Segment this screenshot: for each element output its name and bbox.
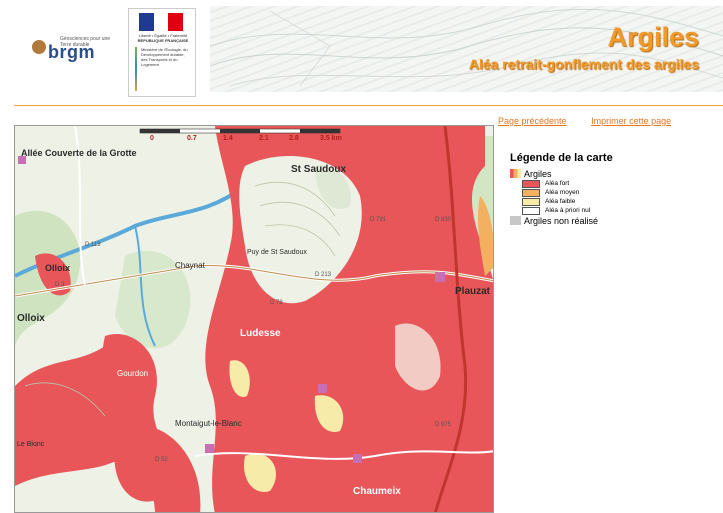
- road-label: D 78: [270, 300, 283, 306]
- page-title: Argiles: [607, 22, 699, 52]
- ministry-motto: Liberté • Égalité • Fraternité: [138, 33, 188, 38]
- scale-label: 2.1: [259, 135, 269, 142]
- legend-item: Aléa faible: [522, 197, 710, 206]
- brgm-name: brgm: [48, 42, 95, 62]
- legend-group-label: Argiles: [524, 168, 552, 179]
- ministry-republic: RÉPUBLIQUE FRANÇAISE: [137, 38, 189, 43]
- argiles-layer-icon: [510, 169, 521, 178]
- place-label: Gourdon: [117, 369, 148, 378]
- scale-label: 2.8: [289, 135, 299, 142]
- road-label: D 3: [55, 282, 65, 288]
- scale-label: 0.7: [187, 135, 197, 142]
- place-label: Plauzat: [455, 286, 491, 297]
- brgm-logo-icon: [32, 40, 46, 54]
- road-label: D 213: [315, 272, 332, 278]
- scale-label: 0: [150, 135, 154, 142]
- road-label: D 791: [370, 217, 387, 223]
- legend-swatch: [522, 206, 540, 215]
- place-label: Olloix: [17, 313, 45, 324]
- road-label: D 52: [155, 457, 168, 463]
- scale-label: 1.4: [223, 135, 233, 142]
- brgm-tagline: Géosciences pour une Terre durable: [60, 36, 111, 48]
- ministry-name: Ministère de l'Écologie, du Développemen…: [141, 47, 188, 67]
- brgm-logo[interactable]: Géosciences pour une Terre durable brgm: [32, 36, 112, 70]
- legend-swatch: [522, 197, 540, 206]
- road-label: D 830: [435, 217, 452, 223]
- legend-item-label: Aléa fort: [545, 180, 570, 187]
- place-label: Chaumeix: [353, 486, 401, 497]
- place-label: Olloix: [45, 263, 70, 273]
- header: Géosciences pour une Terre durable brgm …: [0, 0, 723, 100]
- legend-item-label: Aléa moyen: [545, 189, 580, 196]
- legend-not-done-label: Argiles non réalisé: [524, 215, 599, 226]
- place-label: St Saudoux: [291, 164, 346, 175]
- legend-item: Aléa moyen: [522, 188, 710, 197]
- french-flag-icon: [139, 13, 184, 31]
- road-label: D 975: [435, 422, 452, 428]
- clay-hazard-map[interactable]: 0 0.7 1.4 2.1 2.8 3.5 km Allée Couverte …: [14, 125, 494, 513]
- page-links: Page précédente Imprimer cette page: [498, 116, 693, 126]
- legend-title: Légende de la carte: [510, 152, 613, 164]
- header-separator: [14, 105, 723, 106]
- legend-swatch: [522, 179, 540, 188]
- page-subtitle: Aléa retrait-gonflement des argiles: [468, 56, 699, 72]
- previous-page-link[interactable]: Page précédente: [498, 116, 567, 126]
- banner-map-texture-icon: [210, 8, 723, 87]
- legend-item-label: Aléa faible: [545, 198, 576, 205]
- place-label: Chaynat: [175, 261, 206, 270]
- scale-label: 3.5 km: [320, 135, 342, 142]
- place-label: Montaigut-le-Blanc: [175, 419, 242, 428]
- legend-item: Aléa à priori nul: [522, 206, 710, 215]
- place-label: Ludesse: [240, 328, 281, 339]
- banner: Argiles Aléa retrait-gonflement des argi…: [210, 6, 723, 92]
- road-label: D 119: [85, 242, 101, 248]
- place-label: Le Bionc: [17, 441, 45, 448]
- place-label: Puy de St Saudoux: [247, 249, 307, 256]
- print-page-link[interactable]: Imprimer cette page: [591, 116, 672, 126]
- legend-not-done: Argiles non réalisé: [510, 215, 710, 226]
- ministry-logo[interactable]: Liberté • Égalité • Fraternité RÉPUBLIQU…: [128, 8, 196, 97]
- ministry-color-bar: [135, 47, 137, 91]
- legend-swatch: [522, 188, 540, 197]
- legend-item: Aléa fort: [522, 179, 710, 188]
- map-canvas: 0 0.7 1.4 2.1 2.8 3.5 km Allée Couverte …: [15, 126, 493, 512]
- map-legend: Légende de la carte Argiles Aléa fort Al…: [510, 152, 710, 226]
- legend-item-label: Aléa à priori nul: [545, 207, 591, 214]
- legend-swatch: [510, 216, 521, 225]
- legend-group: Argiles: [510, 168, 710, 179]
- place-label: Allée Couverte de la Grotte: [21, 148, 137, 158]
